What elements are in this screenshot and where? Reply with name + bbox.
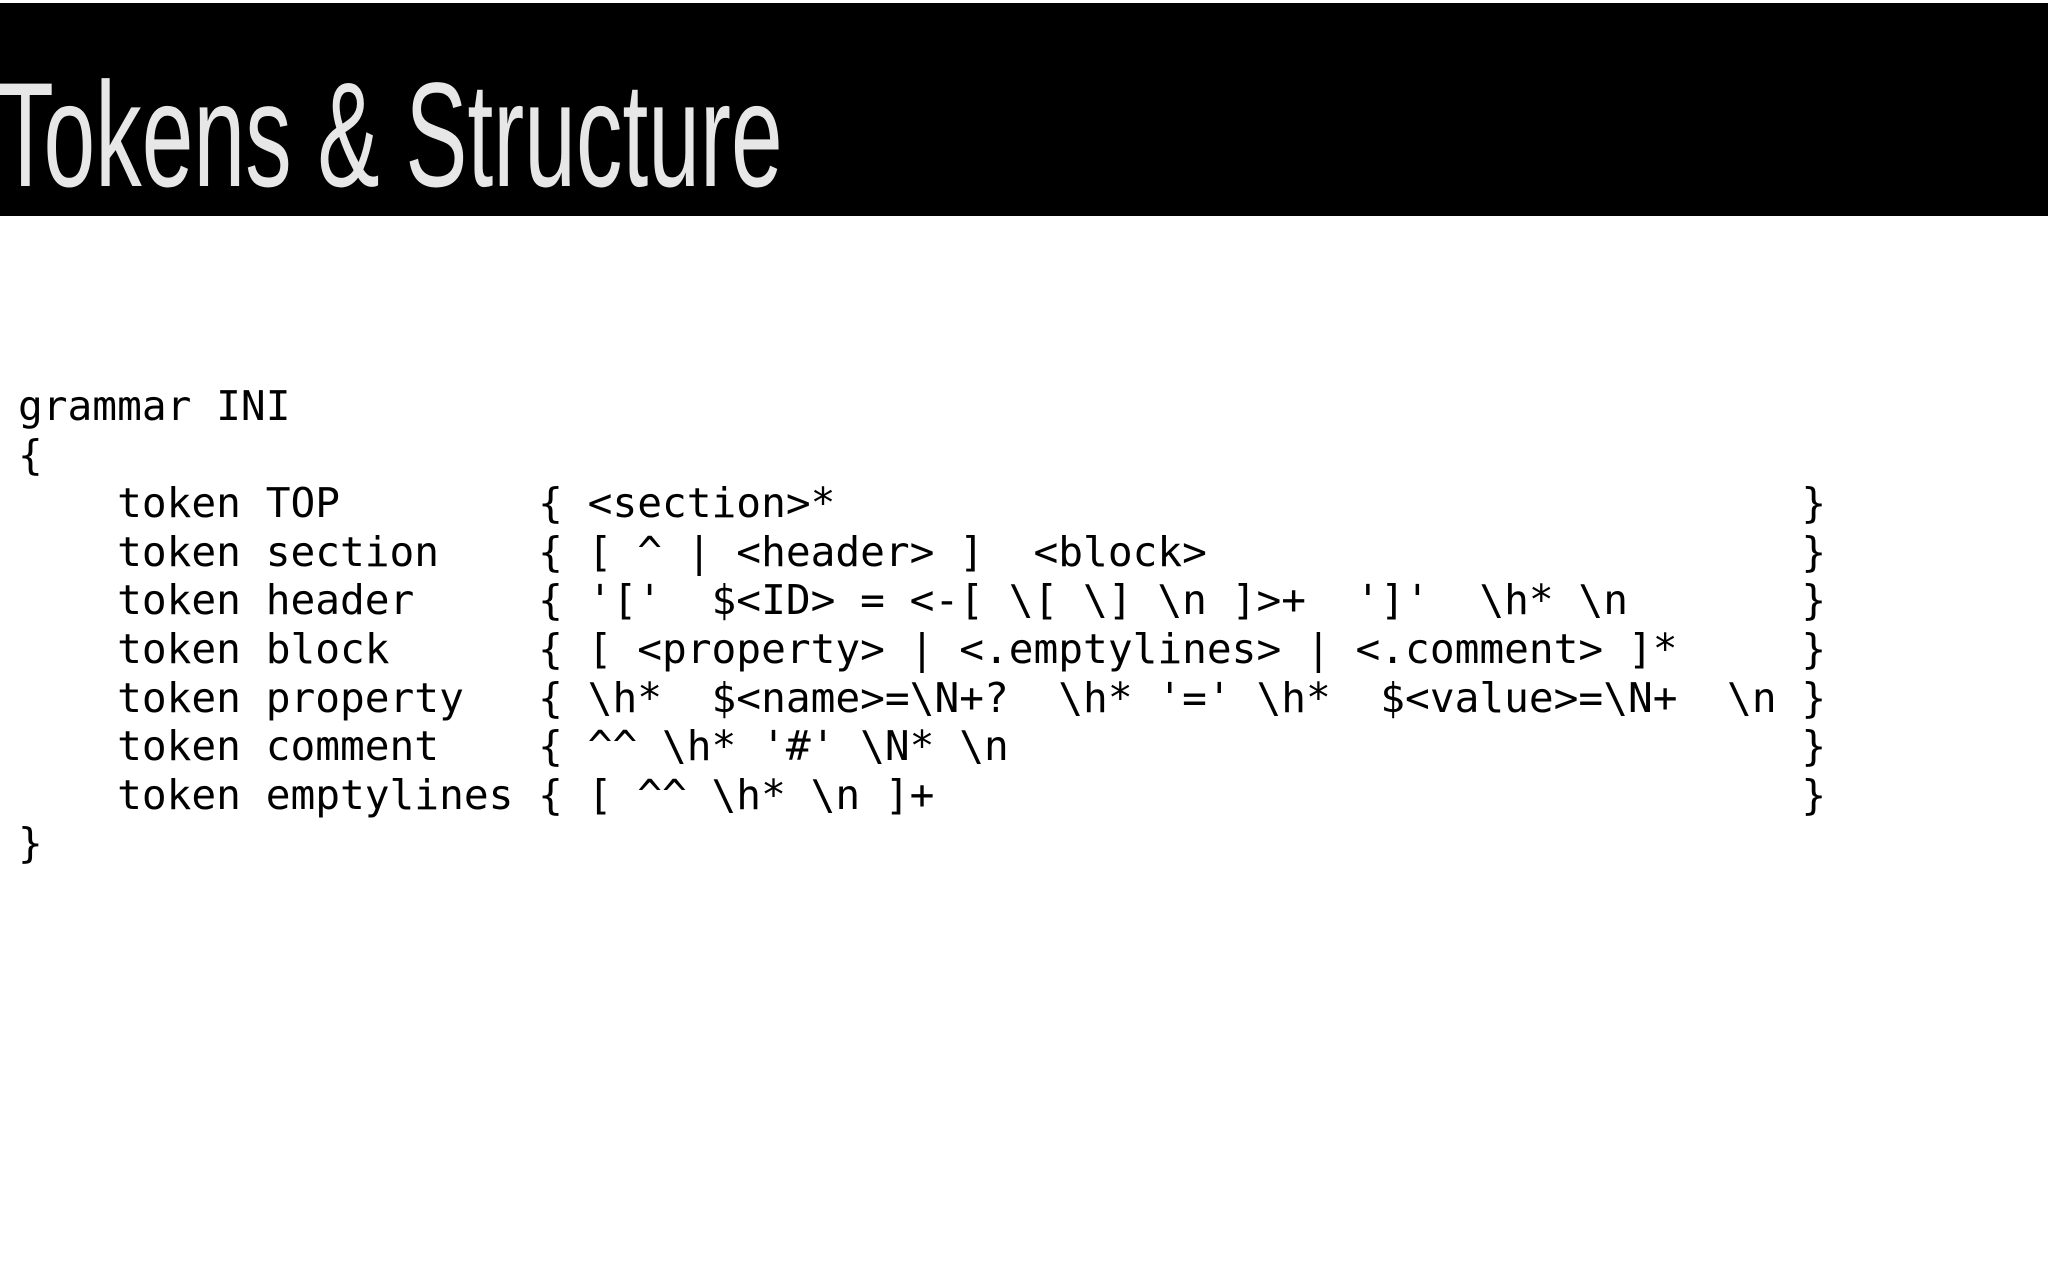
title-bar: Tokens & Structure <box>0 3 2048 216</box>
page-title: Tokens & Structure <box>0 51 783 216</box>
grammar-code-block: grammar INI { token TOP { <section>* } t… <box>18 382 1827 868</box>
